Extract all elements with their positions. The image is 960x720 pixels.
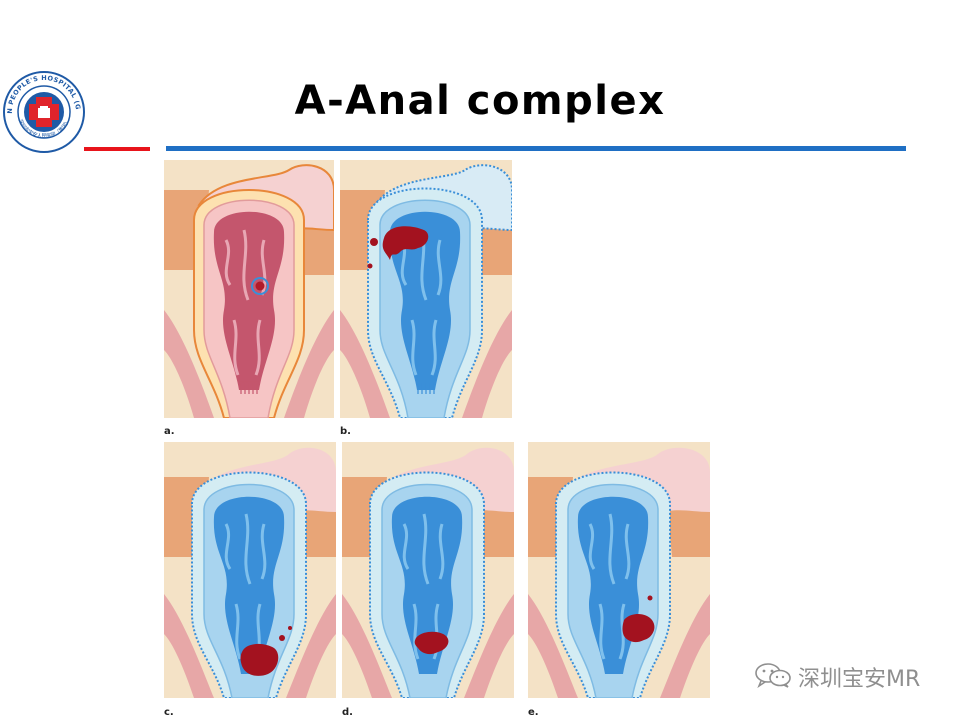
panel-a bbox=[164, 160, 334, 418]
hospital-logo: BAOAN PEOPLE'S HOSPITAL (GROUP) 深圳市宝安人民医… bbox=[0, 64, 86, 154]
panel-d-label: d. bbox=[342, 707, 353, 718]
panel-d bbox=[342, 442, 514, 698]
panel-e bbox=[528, 442, 710, 698]
panel-e-label: e. bbox=[528, 707, 539, 718]
panel-c bbox=[164, 442, 336, 698]
panel-a-label: a. bbox=[164, 426, 175, 437]
panel-c-label: c. bbox=[164, 707, 174, 718]
watermark: 深圳宝安MR bbox=[754, 662, 921, 692]
wechat-icon bbox=[754, 662, 792, 692]
panel-b bbox=[340, 160, 512, 418]
slide-title: A-Anal complex bbox=[294, 78, 666, 124]
watermark-text: 深圳宝安MR bbox=[798, 667, 921, 692]
title-rule-red bbox=[84, 147, 150, 151]
title-rule-blue bbox=[166, 146, 906, 151]
panel-b-label: b. bbox=[340, 426, 351, 437]
